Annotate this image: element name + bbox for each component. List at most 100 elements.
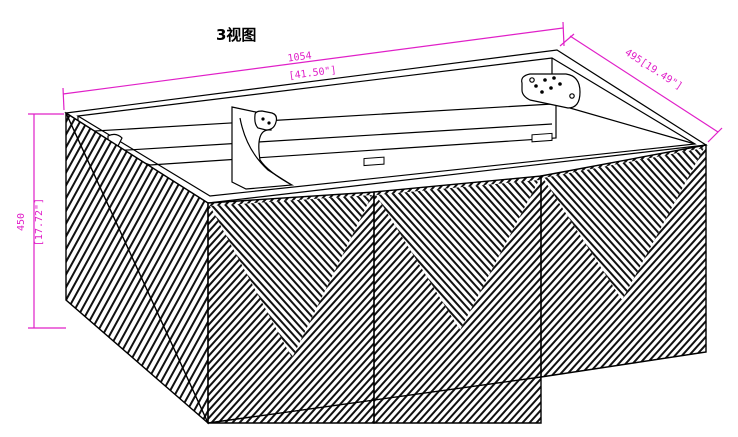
left-side-stripe: [66, 113, 121, 423]
drawer-c-stripe: [0, 140, 15, 400]
drawer-b-stripe: [466, 176, 541, 423]
drawer-c-stripe: [0, 140, 50, 400]
left-side-stripe: [0, 100, 36, 430]
drawer-a-tri-stripe: [716, 190, 738, 365]
drawer-b-stripe: [719, 170, 738, 430]
drawer-c-stripe: [704, 145, 706, 377]
drawer-b-stripe: [389, 176, 541, 423]
drawer-c-stripe: [0, 140, 57, 400]
mounting-bracket-left: [254, 110, 278, 131]
left-side-stripe: [0, 100, 50, 430]
left-side-stripe: [0, 100, 57, 430]
depth-ext-top: [559, 33, 575, 47]
drawer-b-tri-stripe: [473, 180, 539, 330]
drawer-b-stripe: [438, 176, 541, 423]
left-side-stripe: [0, 100, 22, 430]
drawer-b-stripe: [480, 176, 541, 423]
left-side-stripe: [140, 113, 208, 423]
drawer-a-stripe: [274, 192, 374, 423]
left-side-stripe: [66, 113, 149, 423]
drawer-c-stripe: [0, 140, 36, 400]
drawer-b-tri-stripe: [0, 175, 30, 335]
drawer-a-stripe: [302, 192, 374, 423]
drawer-a-tri-stripe: [702, 190, 738, 365]
drawer-b-stripe: [0, 170, 22, 430]
drawer-b-stripe: [445, 176, 541, 423]
depth-dim-line: [569, 35, 719, 133]
drawer-a-stripe: [267, 192, 374, 423]
drawer-a-stripe: [211, 192, 374, 423]
left-side-stripe: [0, 100, 64, 430]
drawer-a-tri-stripe: [316, 195, 372, 358]
drawer-c-stripe: [712, 140, 738, 400]
drawer-b-tri-stripe: [0, 175, 65, 335]
drawer-c-stripe: [543, 145, 706, 377]
drawer-b-tri-stripe: [501, 180, 539, 330]
drawer-a-stripe: [281, 192, 374, 423]
drawer-a-tri-stripe: [709, 190, 738, 365]
height-mm-label: 450: [16, 213, 27, 231]
base-edge: [207, 376, 542, 424]
drawer-a-stripe: [0, 180, 17, 430]
drawer-c-stripe: [578, 145, 706, 377]
drawer-a-stripe: [225, 192, 374, 423]
left-side-stripe: [66, 113, 128, 423]
drawer-c-tri-stripe: [637, 148, 704, 300]
drawer-b-tri-stripe: [0, 175, 58, 335]
left-side-stripe: [175, 113, 208, 423]
drawer-c-tri-stripe: [665, 148, 704, 300]
drawer-b-stripe: [459, 176, 541, 423]
drawer-c-stripe: [599, 145, 706, 377]
drawer-a-stripe: [208, 192, 249, 423]
interior-floor: [149, 104, 557, 166]
left-side-stripe: [147, 113, 208, 423]
drawer-c-stripe: [620, 145, 706, 377]
drawer-b-stripe: [494, 176, 541, 423]
drawer-b-tri-stripe: [487, 180, 539, 330]
drawer-a-stripe: [232, 192, 374, 423]
drawer-a-stripe: [316, 192, 374, 423]
drawer-a-tri-stripe: [210, 195, 329, 358]
mounting-bracket-right: [521, 73, 581, 109]
drawer-a-tri-stripe: [295, 195, 372, 358]
drawer-a-stripe: [0, 180, 10, 430]
left-side-stripe: [0, 100, 43, 430]
drawer-b-stripe: [0, 170, 57, 430]
left-side-stripe: [66, 113, 107, 423]
left-side-stripe: [66, 113, 135, 423]
drawer-b-tri-stripe: [494, 180, 539, 330]
left-side-stripe: [66, 113, 156, 423]
drawer-c-tri-stripe: [644, 148, 704, 300]
drawer-b-stripe: [417, 176, 541, 423]
left-side-stripe: [161, 113, 208, 423]
drawer-front-right: [540, 144, 707, 378]
drawer-b-tri-stripe: [733, 175, 738, 335]
drawer-c-stripe: [627, 145, 706, 377]
drawer-b-stripe: [0, 170, 1, 430]
drawer-c-stripe: [719, 140, 738, 400]
dimension-annotations: [28, 21, 723, 329]
drawer-c-stripe: [726, 140, 738, 400]
drawer-a-tri-stripe: [0, 190, 55, 365]
drawer-c-stripe: [541, 145, 706, 377]
drawer-c-tri-stripe: [630, 148, 704, 300]
drawer-a-tri-stripe: [246, 195, 372, 358]
drawer-b-tri-stripe: [424, 180, 539, 330]
drawer-b-stripe: [452, 176, 541, 423]
back-wall-bottom: [111, 123, 553, 152]
drawer-c-stripe: [0, 140, 22, 400]
left-side-stripe: [0, 100, 29, 430]
drawer-b-stripe: [403, 176, 541, 423]
left-side-stripe: [66, 113, 114, 423]
drawer-b-stripe: [0, 170, 8, 430]
drawer-a-stripe: [218, 192, 374, 423]
drawer-a-stripe: [253, 192, 374, 423]
drawer-b-stripe: [374, 176, 415, 423]
drawer-a-stripe: [208, 192, 256, 423]
left-side-stripe: [133, 113, 208, 423]
drawer-b-stripe: [374, 176, 422, 423]
left-side-stripe: [168, 113, 208, 423]
drawer-b-tri-stripe: [466, 180, 539, 330]
drawer-b-stripe: [487, 176, 541, 423]
